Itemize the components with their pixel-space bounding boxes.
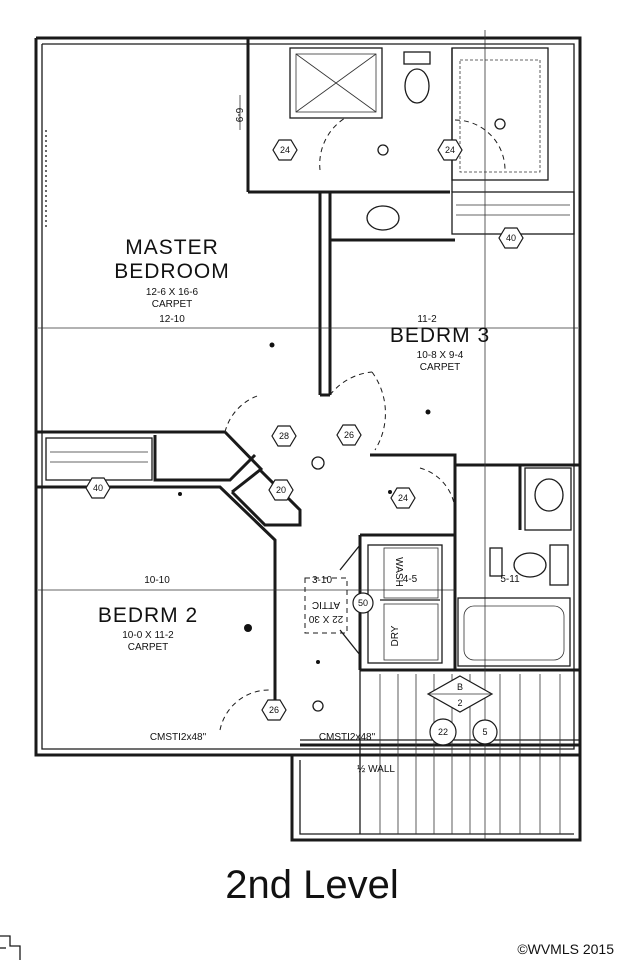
hex-label-9: 26 xyxy=(269,705,279,715)
master-floor: CARPET xyxy=(152,299,193,310)
attic-access: 22 X 30 xyxy=(308,613,343,624)
hex-label-3: 40 xyxy=(506,233,516,243)
bedrm2-title: BEDRM 2 xyxy=(98,604,198,627)
bedrm3-dim: 11-2 xyxy=(417,314,437,325)
room-labels: MASTER BEDROOM 12-6 X 16-6 CARPET 12-10 … xyxy=(98,108,520,775)
stair-code: B xyxy=(457,682,463,692)
master-size: 12-6 X 16-6 xyxy=(146,287,199,298)
bedrm2-dim: 10-10 xyxy=(144,575,170,586)
laundry-wash: WASH xyxy=(393,557,404,587)
stairs xyxy=(359,670,561,834)
exterior-walls xyxy=(34,36,582,842)
bedrm2-size: 10-0 X 11-2 xyxy=(122,630,174,641)
laundry-dry: DRY xyxy=(390,625,401,646)
master-title-line1: MASTER xyxy=(125,236,219,259)
hex-label-4: 28 xyxy=(279,431,289,441)
copyright: ©WVMLS 2015 xyxy=(517,941,614,957)
bedrm3-floor: CARPET xyxy=(420,362,461,373)
bedrm2-floor: CARPET xyxy=(128,642,169,653)
header-note-2: CMSTI2x48" xyxy=(319,732,376,743)
attic-dim: 3-10 xyxy=(312,575,332,586)
hall-doors xyxy=(219,371,456,731)
laundry-dim: 4-5 xyxy=(403,574,418,585)
hex-label-8: 40 xyxy=(93,483,103,493)
half-wall-note: ½ WALL xyxy=(357,764,395,775)
bedrm3-size: 10-8 X 9-4 xyxy=(417,350,464,361)
marker-50: 50 xyxy=(358,598,368,608)
bath2-dim: 5-11 xyxy=(500,574,520,585)
master-dim: 12-10 xyxy=(159,314,185,325)
level-title: 2nd Level xyxy=(225,863,398,907)
master-bath xyxy=(239,38,549,397)
hall-bath xyxy=(457,467,572,667)
hex-label-7: 24 xyxy=(398,493,408,503)
outlet-symbols xyxy=(178,118,506,712)
stair-num: 2 xyxy=(457,698,462,708)
hex-label-1: 24 xyxy=(280,145,290,155)
hex-label-2: 24 xyxy=(445,145,455,155)
hex-label-6: 20 xyxy=(276,485,286,495)
interior-walls xyxy=(36,30,580,840)
attic-label: ATTIC xyxy=(312,599,340,610)
hex-label-5: 26 xyxy=(344,430,354,440)
bedrm3-title: BEDRM 3 xyxy=(390,324,490,347)
footer: 2nd Level ©WVMLS 2015 xyxy=(0,863,614,960)
hex-markers: 24 24 40 28 26 20 24 40 26 xyxy=(85,139,524,721)
header-note-1: CMSTI2x48" xyxy=(150,732,207,743)
master-title-line2: BEDROOM xyxy=(114,260,230,283)
marker-22: 22 xyxy=(438,727,448,737)
bath-dim: 6-9 xyxy=(233,108,244,123)
marker-5: 5 xyxy=(482,727,487,737)
